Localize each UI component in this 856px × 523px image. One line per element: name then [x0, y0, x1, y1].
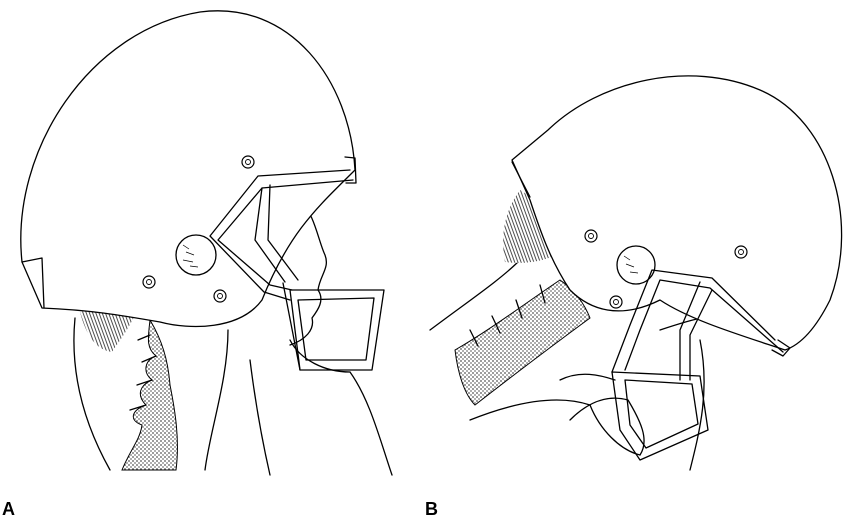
helmet-shell-a [21, 11, 355, 327]
panel-label-a: A [2, 500, 15, 518]
panel-a-drawing [21, 11, 392, 475]
panel-label-b: B [425, 500, 438, 518]
panel-b-drawing [430, 76, 842, 470]
